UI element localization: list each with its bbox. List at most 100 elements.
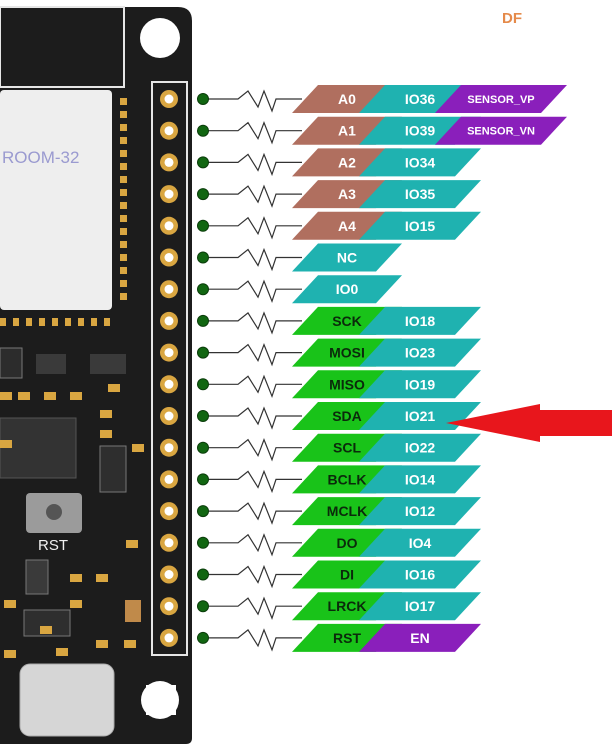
rst-label: RST xyxy=(38,537,68,554)
pin-tag-label: SDA xyxy=(332,408,362,424)
esp32-board: ROOM-32 RST xyxy=(0,6,192,744)
module-pad xyxy=(120,189,127,196)
smd-pad xyxy=(4,650,16,658)
pin-tag-label: LRCK xyxy=(328,598,367,614)
smd-pad xyxy=(132,444,144,452)
module-pad xyxy=(26,318,32,326)
smd-pad xyxy=(56,648,68,656)
module-pad xyxy=(39,318,45,326)
header-pin-hole xyxy=(164,284,174,294)
module-pad xyxy=(120,163,127,170)
pin-dot xyxy=(197,473,209,486)
smd-part xyxy=(90,354,126,374)
smd-pad xyxy=(4,600,16,608)
highlight-arrow xyxy=(446,404,612,442)
ic-small xyxy=(0,347,23,379)
pin-tag-label: IO23 xyxy=(405,345,436,361)
pin-dot xyxy=(197,188,209,201)
pin-tag-label: IO35 xyxy=(405,186,436,202)
pin-wire xyxy=(203,247,302,272)
pin-tag-label: NC xyxy=(337,250,357,266)
pin-dot xyxy=(197,346,209,359)
regulator xyxy=(23,609,71,637)
pin-tag-label: IO12 xyxy=(405,503,436,519)
module-pad xyxy=(120,228,127,235)
smd-pad xyxy=(100,430,112,438)
module-pad xyxy=(120,254,127,261)
pin-tag-label: A1 xyxy=(338,123,356,139)
pin-dot xyxy=(197,505,209,518)
pin-tag xyxy=(359,560,481,589)
pin-tag xyxy=(359,306,481,335)
pin-wire xyxy=(203,279,302,303)
pin-tag-label: SCL xyxy=(333,440,361,456)
pin-tag xyxy=(435,85,567,113)
pin-wire xyxy=(203,628,302,652)
header-pin-hole xyxy=(164,506,174,516)
pin-tag-label: IO0 xyxy=(336,281,359,297)
module-pad xyxy=(120,137,127,144)
header-pin-hole xyxy=(164,379,174,389)
pin-dot xyxy=(197,536,209,549)
pin-tag xyxy=(359,497,481,526)
pin-tag-label: MISO xyxy=(329,376,365,392)
header-pin-hole xyxy=(164,538,174,548)
header-pin-hole xyxy=(164,570,174,579)
smd-pad xyxy=(40,626,52,634)
pin-tag xyxy=(359,433,481,462)
pin-tag-label: IO17 xyxy=(405,598,436,614)
mounting-hole-bottom-square xyxy=(146,685,176,715)
module-pad xyxy=(120,267,127,274)
pin-dot xyxy=(197,124,209,137)
pin-tag xyxy=(359,623,481,652)
smd-part xyxy=(36,354,66,374)
header-pin-hole xyxy=(164,443,174,453)
pin-wire xyxy=(203,564,302,589)
pin-dot xyxy=(197,378,209,391)
pin-dot xyxy=(197,283,209,296)
pin-wires xyxy=(197,89,302,652)
smd-pad xyxy=(0,440,12,448)
pin-tag-label: BCLK xyxy=(328,471,367,487)
pin-dot xyxy=(197,156,209,169)
module-pad xyxy=(78,318,84,326)
brand-watermark: DF xyxy=(502,10,522,27)
module-pad xyxy=(120,124,127,131)
resistor-array xyxy=(99,445,127,493)
module-pad xyxy=(91,318,97,326)
usb-c-port xyxy=(19,663,115,737)
module-pad xyxy=(120,241,127,248)
pin-wire xyxy=(203,342,302,367)
header-pin-hole xyxy=(164,253,174,262)
pin-dot xyxy=(197,93,209,105)
module-pad xyxy=(120,280,127,287)
smd-pad xyxy=(70,574,82,582)
pin-wire xyxy=(203,469,302,494)
module-pad xyxy=(120,176,127,183)
header-pin-hole xyxy=(164,601,174,611)
pin-tag-label: IO36 xyxy=(405,91,436,107)
pin-wire xyxy=(203,184,302,208)
pin-tag-label: IO16 xyxy=(405,567,436,583)
pin-dot xyxy=(197,441,209,454)
pin-tag-label: A0 xyxy=(338,91,356,107)
smd-pad xyxy=(70,392,82,400)
smd-pad xyxy=(96,640,108,648)
pin-tag-label: SCK xyxy=(332,313,362,329)
pin-tag-label: IO15 xyxy=(405,218,436,234)
pin-dot xyxy=(197,631,209,644)
pin-wire xyxy=(203,533,302,557)
capacitor xyxy=(125,600,141,622)
pin-wire xyxy=(203,596,302,620)
header-pin-hole xyxy=(164,94,174,104)
pin-tag-label: SENSOR_VP xyxy=(467,94,534,106)
pin-tag xyxy=(435,116,567,145)
pin-tag-label: DO xyxy=(337,535,358,551)
pin-wire xyxy=(203,311,302,335)
pin-dot xyxy=(197,410,209,422)
rst-button-cap[interactable] xyxy=(46,504,62,520)
pin-dot xyxy=(197,219,209,232)
module-pads xyxy=(0,98,127,326)
module-pad xyxy=(120,150,127,157)
module-pad xyxy=(13,318,19,326)
